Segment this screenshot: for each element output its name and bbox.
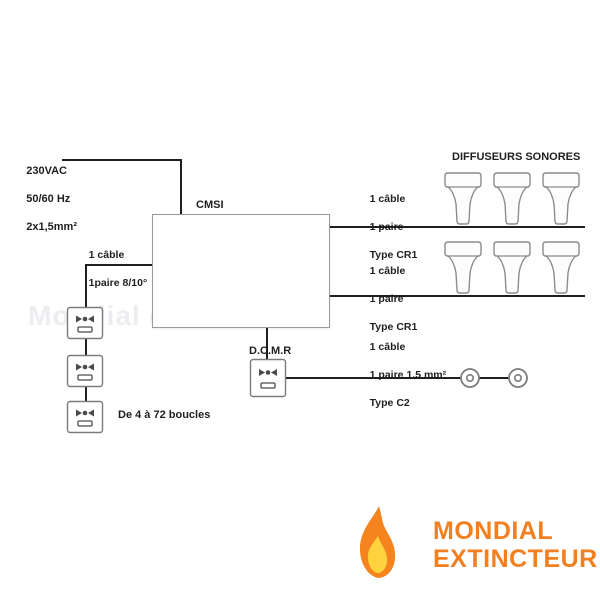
dcmr-device-icon xyxy=(249,358,287,398)
cr1-top-line-3: Type CR1 xyxy=(369,249,418,261)
cr1-bottom-line-2: 1 paire xyxy=(369,293,404,305)
cable-cr1-top-label: 1 câble 1 paire Type CR1 xyxy=(358,178,418,276)
horn-sounder-icon xyxy=(541,240,581,297)
cmsi-box xyxy=(152,214,330,328)
c2-line-2: 1 paire 1.5 mm² xyxy=(369,369,447,381)
c2-line-1: 1 câble xyxy=(369,341,406,353)
cr1-bottom-line-1: 1 câble xyxy=(369,265,406,277)
power-wire-horizontal xyxy=(62,159,182,161)
cr1-top-line-2: 1 paire xyxy=(369,221,404,233)
c2-line-3: Type C2 xyxy=(369,397,410,409)
cable-c2-label: 1 câble 1 paire 1.5 mm² Type C2 xyxy=(358,326,446,424)
sounder-wire-bottom xyxy=(328,295,585,297)
horn-sounder-icon xyxy=(492,171,532,228)
power-wire-vertical xyxy=(180,159,182,216)
horn-sounder-icon xyxy=(541,171,581,228)
brand-line-1: MONDIAL xyxy=(433,517,554,545)
brand-wordmark: MONDIAL EXTINCTEUR xyxy=(433,517,598,573)
sounder-wire-top xyxy=(328,226,585,228)
manual-call-point-icon xyxy=(66,400,104,434)
horn-sounder-icon xyxy=(492,240,532,297)
brand-line-2: EXTINCTEUR xyxy=(433,545,598,573)
power-supply-label: 230VAC 50/60 Hz 2x1,5mm² xyxy=(14,150,77,248)
cr1-top-line-1: 1 câble xyxy=(369,193,406,205)
horn-sounder-icon xyxy=(443,171,483,228)
round-sounder-icon xyxy=(507,367,529,389)
manual-call-point-icon xyxy=(66,354,104,388)
left-branch-wire-horizontal xyxy=(85,264,152,266)
cmsi-label: CMSI xyxy=(196,199,224,211)
cable-left-line-1: 1 câble xyxy=(88,249,125,261)
cable-cr1-bottom-label: 1 câble 1 paire Type CR1 xyxy=(358,250,418,348)
cr1-bottom-line-3: Type CR1 xyxy=(369,321,418,333)
cable-left-label: 1 câble 1paire 8/10° xyxy=(77,234,148,304)
horn-sounder-icon xyxy=(443,240,483,297)
flame-icon xyxy=(352,504,402,582)
loops-label: De 4 à 72 boucles xyxy=(118,409,211,421)
manual-call-point-icon xyxy=(66,306,104,340)
dcmr-label: D.C.M.R xyxy=(249,345,292,357)
power-line-2: 50/60 Hz xyxy=(26,193,71,205)
cable-left-line-2: 1paire 8/10° xyxy=(88,277,148,289)
diffuseurs-title: DIFFUSEURS SONORES xyxy=(452,151,581,163)
dcmr-wire-horizontal xyxy=(286,377,520,379)
power-line-3: 2x1,5mm² xyxy=(26,221,77,233)
dcmr-wire-vertical xyxy=(266,326,268,360)
round-sounder-icon xyxy=(459,367,481,389)
power-line-1: 230VAC xyxy=(26,165,67,177)
